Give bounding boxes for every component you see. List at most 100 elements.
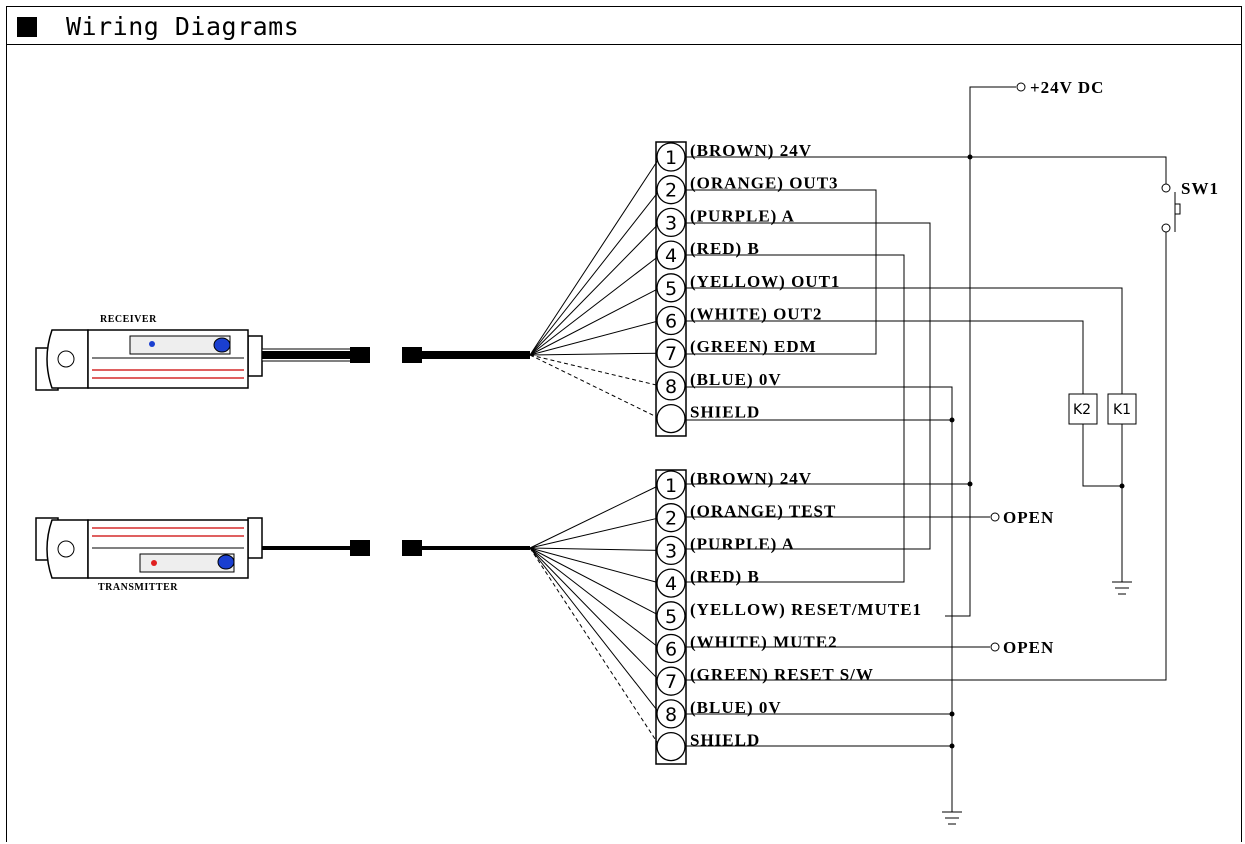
- section-marker-icon: [17, 17, 37, 37]
- relay-k1-label: K1: [1113, 402, 1131, 418]
- receiver-terminal: [656, 142, 686, 172]
- receiver-terminal: [656, 371, 686, 401]
- transmitter-wire-label: (BLUE) 0V: [690, 698, 782, 717]
- external-wiring: [686, 86, 1181, 812]
- transmitter-fan-line: [529, 547, 661, 551]
- transmitter-wire-label: (WHITE) MUTE2: [690, 633, 838, 652]
- transmitter-wire-label: (RED) B: [690, 567, 760, 586]
- open-label-test: OPEN: [1003, 508, 1054, 527]
- open-terminal-icon: [990, 512, 1000, 522]
- receiver-fan-line: [529, 354, 661, 420]
- receiver-terminal-number: 1: [665, 147, 677, 169]
- receiver-wire-label: (BROWN) 24V: [690, 141, 812, 160]
- ground-icon: [1112, 581, 1132, 595]
- transmitter-terminal-number: 6: [665, 639, 677, 661]
- receiver-terminal-number: 4: [665, 245, 677, 267]
- receiver-fan-line: [529, 320, 661, 356]
- open-terminal-icon: [990, 642, 1000, 652]
- transmitter-label: TRANSMITTER: [98, 582, 178, 593]
- transmitter-wire-label: (ORANGE) TEST: [690, 502, 836, 521]
- junction-dots: [949, 154, 1125, 749]
- transmitter-wire-label: (PURPLE) A: [690, 534, 795, 553]
- supply-terminal-icon: [1016, 82, 1026, 92]
- transmitter-terminal: [656, 601, 686, 631]
- transmitter-fan-line: [529, 547, 661, 715]
- receiver-wire-label: (ORANGE) OUT3: [690, 174, 839, 193]
- transmitter-terminal-number: 8: [665, 704, 677, 726]
- receiver-fan-line: [529, 222, 661, 356]
- transmitter-terminal: [656, 699, 686, 729]
- receiver-terminal-number: 6: [665, 311, 677, 333]
- relay-k2-label: K2: [1073, 402, 1091, 418]
- receiver-wire-label: (GREEN) EDM: [690, 337, 817, 356]
- receiver-terminal-number: 8: [665, 376, 677, 398]
- receiver-wire-label: (YELLOW) OUT1: [690, 272, 840, 291]
- receiver-label: RECEIVER: [100, 314, 157, 325]
- page-title: Wiring Diagrams: [66, 12, 300, 41]
- transmitter-terminal-number: 5: [665, 606, 677, 628]
- receiver-terminal-block: [655, 141, 687, 437]
- receiver-terminal: [656, 305, 686, 336]
- receiver-wire-label: (RED) B: [690, 239, 760, 258]
- transmitter-terminal-number: 2: [665, 508, 677, 530]
- transmitter-terminal: [656, 666, 686, 696]
- transmitter-fan-line: [529, 547, 661, 617]
- section-header: Wiring Diagrams: [6, 6, 1242, 45]
- switch-contact-icon: [1161, 183, 1171, 193]
- receiver-fan-line: [529, 254, 661, 356]
- transmitter-terminal: [656, 633, 686, 664]
- transmitter-wires: 1 (BROWN) 24V 2 (ORANGE) TEST 3 (PURPLE) A 4 (R…: [529, 469, 922, 762]
- transmitter-terminal-block: [655, 469, 687, 765]
- receiver-sensor: [35, 329, 530, 391]
- receiver-terminal: [656, 207, 686, 238]
- receiver-wire-label: (BLUE) 0V: [690, 370, 782, 389]
- transmitter-terminal: [656, 503, 686, 533]
- receiver-terminal: [656, 338, 686, 368]
- supply-label: +24V DC: [1030, 78, 1104, 97]
- transmitter-fan-line: [529, 517, 661, 549]
- receiver-fan-line: [529, 354, 661, 387]
- receiver-terminal-number: 3: [665, 212, 677, 234]
- transmitter-fan-line: [529, 484, 661, 549]
- receiver-terminal-number: 7: [665, 343, 677, 365]
- receiver-fan-line: [529, 287, 661, 356]
- receiver-fan-line: [529, 156, 661, 356]
- open-label-mute2: OPEN: [1003, 638, 1054, 657]
- transmitter-terminal-number: 1: [665, 475, 677, 497]
- receiver-wires: 1 (BROWN) 24V 2 (ORANGE) OUT3 3 (PURPLE) A 4 (R…: [529, 141, 840, 434]
- transmitter-terminal: [656, 731, 686, 762]
- receiver-terminal: [656, 273, 686, 303]
- receiver-fan-line: [529, 352, 661, 356]
- receiver-wire-label: SHIELD: [690, 403, 760, 422]
- switch-label: SW1: [1181, 179, 1219, 198]
- receiver-terminal-number: 5: [665, 278, 677, 300]
- transmitter-terminal-number: 4: [665, 573, 677, 595]
- diagram-frame: [6, 6, 1242, 842]
- transmitter-wire-label: (YELLOW) RESET/MUTE1: [690, 600, 922, 619]
- transmitter-fan-line: [529, 547, 661, 584]
- receiver-terminal-number: 2: [665, 180, 677, 202]
- transmitter-wire-label: (GREEN) RESET S/W: [690, 665, 874, 684]
- transmitter-terminal: [656, 568, 686, 598]
- receiver-terminal: [656, 175, 686, 205]
- receiver-terminal: [656, 403, 686, 434]
- transmitter-sensor: [35, 517, 530, 579]
- transmitter-fan-line: [529, 547, 661, 649]
- receiver-wire-label: (PURPLE) A: [690, 206, 795, 225]
- transmitter-terminal: [656, 535, 686, 566]
- transmitter-wire-label: (BROWN) 24V: [690, 469, 812, 488]
- relay-k2: [1068, 393, 1098, 425]
- receiver-wire-label: (WHITE) OUT2: [690, 305, 822, 324]
- transmitter-wire-label: SHIELD: [690, 731, 760, 750]
- receiver-fan-line: [529, 189, 661, 356]
- relay-k1: [1107, 393, 1137, 425]
- ground-icon: [942, 811, 962, 825]
- switch-contact-icon: [1161, 223, 1171, 233]
- transmitter-terminal-number: 3: [665, 540, 677, 562]
- transmitter-terminal-number: 7: [665, 671, 677, 693]
- transmitter-fan-line: [529, 547, 661, 747]
- transmitter-terminal: [656, 470, 686, 500]
- receiver-terminal: [656, 240, 686, 270]
- transmitter-fan-line: [529, 547, 661, 682]
